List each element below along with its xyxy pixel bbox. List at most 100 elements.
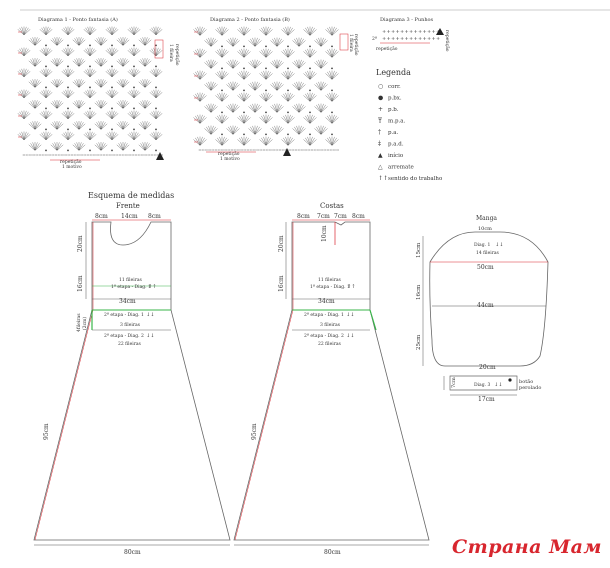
watermark: Страна Мам <box>451 536 602 558</box>
sleeve-cuff <box>449 375 518 391</box>
sleeve-rows14: 14 fileiras <box>476 250 500 256</box>
sleeve-piece: Manga 10cm Diag. 1 ↓↓ 14 fileiras 50cm 1… <box>416 215 549 403</box>
svg-text:+: + <box>432 36 436 42</box>
back-h20: 20cm <box>278 235 285 252</box>
diagram-1-repeat-row: repetição <box>174 44 181 66</box>
back-top-4: 8cm <box>352 213 365 220</box>
legend-label: início <box>388 152 404 159</box>
diagram-2-stitches <box>193 26 349 156</box>
svg-text:+: + <box>400 29 404 35</box>
diagram-1-repeat-row2: 1 fileira <box>168 44 174 62</box>
legend-label: m.p.a. <box>388 119 406 125</box>
back-top-2: 7cm <box>317 213 330 220</box>
legend-label: corr. <box>388 84 401 90</box>
diagram-2-motif: 1 motivo <box>220 156 240 162</box>
svg-text:+: + <box>427 36 431 42</box>
diagram-2-repeat-row2: 1 fileira <box>348 34 354 52</box>
front-piece: Frente 8cm 14cm 8cm 20cm 16cm 11 fileira… <box>33 202 231 556</box>
back-h95: 95cm <box>251 423 258 440</box>
diagram-3-side-label: repetição <box>444 30 451 52</box>
legend-label: arremate <box>388 165 414 171</box>
front-top-left: 8cm <box>95 213 108 220</box>
front-top-mid: 14cm <box>121 213 138 220</box>
sleeve-h15: 15cm <box>416 242 422 258</box>
legend-label: p.bx. <box>388 96 402 102</box>
front-green-label: 4fileiras <box>76 313 82 332</box>
diagram-2: Diagrama 2 - Ponto fantasia (B) repetiçã… <box>193 16 360 162</box>
legend-symbol: † <box>378 129 381 136</box>
sleeve-h25: 25cm <box>416 334 422 350</box>
diagram-2-title: Diagrama 2 - Ponto fantasia (B) <box>210 16 290 23</box>
diagram-1-stitches <box>17 26 164 161</box>
legend-symbol: ▲ <box>378 152 383 159</box>
svg-text:+: + <box>396 29 400 35</box>
svg-text:+: + <box>400 36 404 42</box>
svg-text:+: + <box>382 29 386 35</box>
back-title: Costas <box>320 202 344 210</box>
svg-text:↑↑: ↑↑ <box>148 284 156 290</box>
sleeve-button-1: botão <box>519 378 533 385</box>
svg-text:↑↑: ↑↑ <box>347 284 355 290</box>
svg-text:+: + <box>418 36 422 42</box>
svg-text:+: + <box>414 29 418 35</box>
svg-text:+: + <box>405 36 409 42</box>
legend-symbol: ● <box>378 95 383 102</box>
svg-text:↓↓: ↓↓ <box>346 312 354 318</box>
svg-text:↓↓: ↓↓ <box>346 333 354 339</box>
diagram-3: Diagrama 3 - Punhos ++++++++++++++++++++… <box>372 17 451 52</box>
sleeve-w20: 20cm <box>479 364 496 371</box>
diagram-1-repeat: repetição <box>60 158 82 165</box>
back-rows1: 11 fileiras <box>318 277 342 283</box>
sleeve-w10: 10cm <box>478 226 492 232</box>
sleeve-button-2: perolado <box>519 385 541 391</box>
sleeve-outline <box>429 231 549 367</box>
sleeve-w44: 44cm <box>477 302 494 309</box>
back-w34: 34cm <box>318 298 335 305</box>
svg-text:+: + <box>409 36 413 42</box>
diagram-3-title: Diagrama 3 - Punhos <box>380 17 434 23</box>
legend-symbol: △ <box>378 164 383 171</box>
svg-text:↓↓: ↓↓ <box>495 242 503 248</box>
front-rows3: 3 fileiras <box>120 322 141 328</box>
schema-title: Esquema de medidas <box>88 191 174 200</box>
front-stage1: 1ª etapa - Diag. 1 <box>111 284 151 290</box>
button-dot <box>508 378 512 382</box>
legend-symbol: ○ <box>378 83 383 90</box>
legend-label: p.a. <box>388 130 399 136</box>
back-h16: 16cm <box>278 275 285 292</box>
back-outline <box>233 221 430 541</box>
sleeve-title: Manga <box>476 215 497 222</box>
front-w34: 34cm <box>119 298 136 305</box>
front-rows1: 11 fileiras <box>119 277 143 283</box>
svg-text:+: + <box>409 29 413 35</box>
diagram-3-stitches: ++++++++++++++++++++++++++ <box>380 28 444 44</box>
legend-symbol: ‡ <box>378 141 381 148</box>
svg-text:+: + <box>382 36 386 42</box>
back-rows22: 22 fileiras <box>318 341 342 347</box>
back-top-3: 7cm <box>334 213 347 220</box>
back-h10: 10cm <box>321 225 328 242</box>
back-top-1: 8cm <box>297 213 310 220</box>
diagram-3-repeat: repetição <box>376 45 398 52</box>
svg-text:+: + <box>436 36 440 42</box>
diagram-2-repeat-row: repetição <box>353 34 360 56</box>
legend-symbol: Ŧ <box>378 118 382 125</box>
svg-text:+: + <box>391 29 395 35</box>
svg-text:+: + <box>423 29 427 35</box>
back-bottom: 80cm <box>324 549 341 556</box>
legend-label: p.b. <box>388 107 399 113</box>
back-rows3: 3 fileiras <box>320 322 341 328</box>
front-h20: 20cm <box>77 235 84 252</box>
front-bottom: 80cm <box>124 549 141 556</box>
legend-symbol: ↑↑ <box>378 175 388 182</box>
back-stage2a: 2ª etapa - Diag. 1 <box>304 312 344 318</box>
front-stage2b: 2ª etapa - Diag. 2 <box>104 333 144 339</box>
legend-title: Legenda <box>376 68 411 77</box>
sleeve-h7: 7cm <box>451 377 457 388</box>
diagram-1: Diagrama 1 - Ponto fantasia (A) repetiçã… <box>17 16 181 170</box>
svg-text:+: + <box>414 36 418 42</box>
svg-text:↓↓: ↓↓ <box>146 312 154 318</box>
